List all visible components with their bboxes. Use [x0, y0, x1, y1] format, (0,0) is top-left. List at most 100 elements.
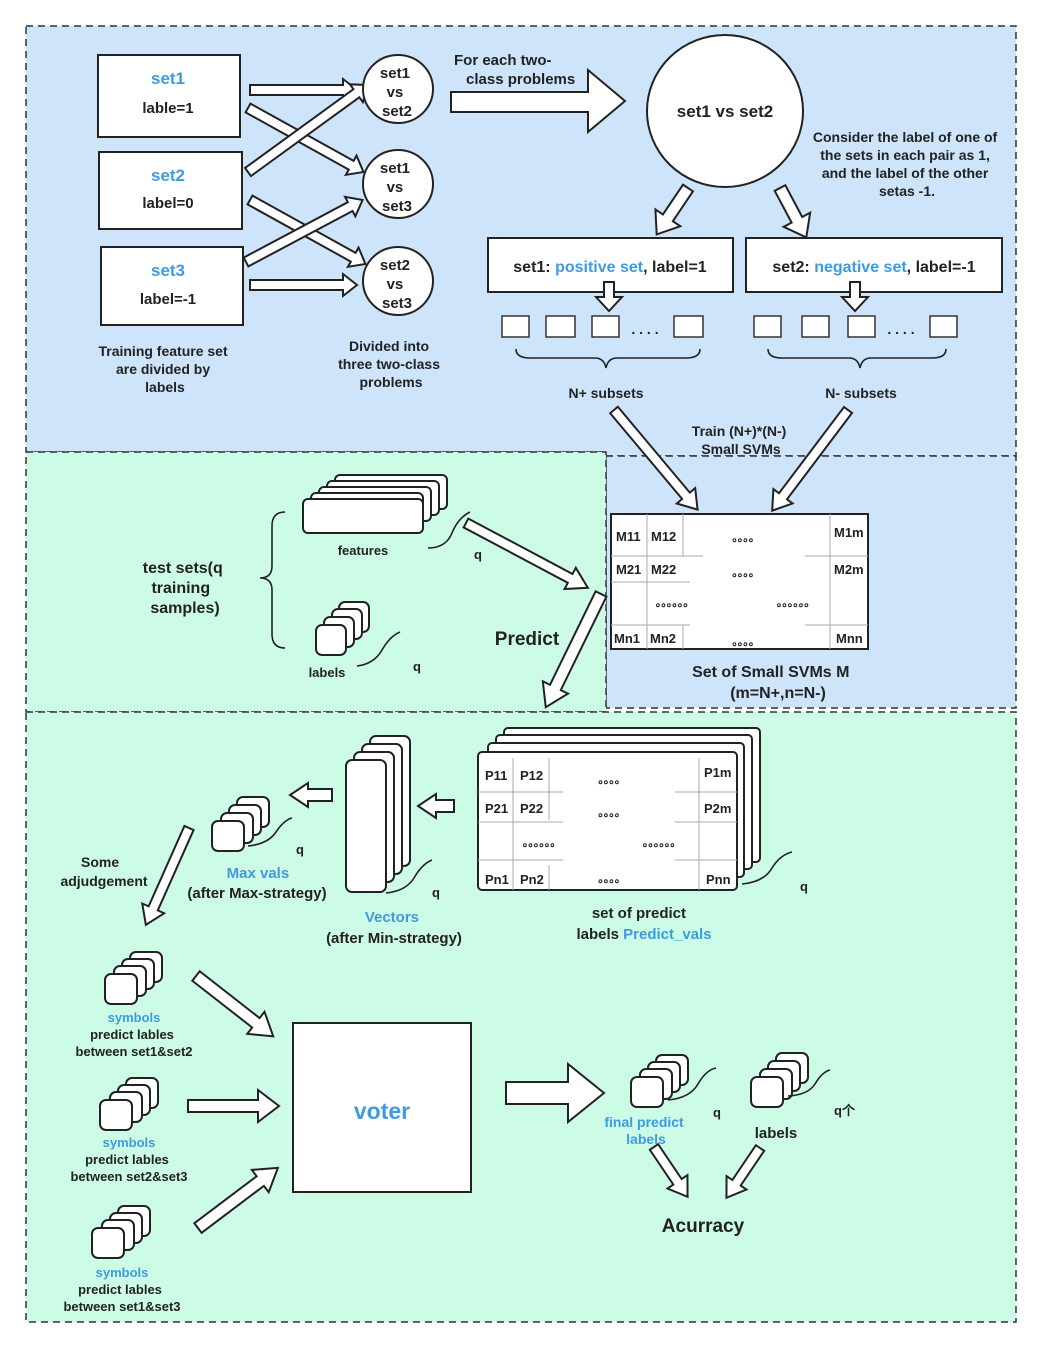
labels-to-accuracy-arrow [725, 1143, 766, 1200]
max-vals-stack: q [211, 796, 304, 857]
adjudgement-label: Some adjudgement [60, 854, 147, 889]
predict-caption: set of predict labels Predict_vals [576, 905, 711, 943]
svg-text:set2: negative set, label=-1: set2: negative set, label=-1 [772, 259, 975, 276]
symbols1-to-voter-arrow [190, 969, 275, 1038]
svg-text:set1 vs set3: set1 vs set3 [380, 160, 414, 215]
two-class-arrow [450, 67, 627, 135]
svm-caption: Set of Small SVMs M (m=N+,n=N-) [692, 664, 854, 702]
vectors-to-max-arrow [288, 781, 333, 809]
svg-text:voter: voter [354, 1098, 410, 1124]
predict-cell: P12 [520, 768, 543, 783]
train-arrow-left [608, 405, 699, 511]
svg-text:q: q [474, 547, 482, 562]
predict-cell: P21 [485, 801, 508, 816]
svg-text:set1 vs set2: set1 vs set2 [380, 65, 414, 120]
svg-text:。。。。: 。。。。 [732, 636, 760, 648]
predict-label: Predict [495, 629, 560, 650]
svm-cell: M2m [834, 562, 864, 577]
svg-text:q: q [432, 885, 440, 900]
voter-to-final-arrow [505, 1061, 606, 1125]
for-each-label: For each two- class problems [454, 52, 575, 88]
set1-box: set1 lable=1 [97, 54, 241, 138]
svg-text:。。。。: 。。。。 [598, 873, 626, 885]
svg-text:q: q [800, 879, 808, 894]
svg-text:. . . .: . . . . [631, 321, 658, 337]
svg-text:set1 vs set2: set1 vs set2 [677, 102, 773, 121]
voter-box: voter [292, 1022, 472, 1193]
symbols-stack-2: symbols predict lables between set2&set3 [70, 1077, 188, 1184]
circle-to-negative-arrow [773, 183, 812, 239]
predict-cell: Pn1 [485, 872, 509, 887]
svg-text:。。。。: 。。。。 [598, 807, 626, 819]
symbols3-to-voter-arrow [192, 1166, 280, 1235]
svm-cell: Mn2 [650, 631, 676, 646]
svm-cell: M1m [834, 525, 864, 540]
svg-text:q个: q个 [834, 1103, 856, 1118]
final-to-accuracy-arrow [648, 1142, 689, 1199]
svm-matrix: M11 M12 M1m M21 M22 M2m Mn1 Mn2 Mnn 。。。。… [610, 513, 869, 650]
set1-name: set1 [151, 69, 185, 88]
matrix-to-vectors-arrow [416, 792, 455, 820]
symbols2-to-voter-arrow [187, 1087, 281, 1125]
vectors-stack: q [345, 735, 440, 900]
svg-text:labels: labels [755, 1125, 798, 1142]
train-arrow-right [771, 405, 854, 513]
pair-circle-1: set1 vs set2 [362, 54, 434, 124]
big-pair-circle: set1 vs set2 [646, 34, 804, 188]
accuracy-label: Acurracy [662, 1216, 745, 1237]
divided-caption: Divided into three two-class problems [338, 338, 444, 390]
svg-text:。。。。。。: 。。。。。。 [656, 597, 695, 609]
predict-cell: Pn2 [520, 872, 544, 887]
train-label: Train (N+)*(N-) Small SVMs [692, 423, 790, 457]
svg-text:。。。。。。: 。。。。。。 [643, 837, 682, 849]
n-minus-label: N- subsets [825, 385, 897, 401]
svm-cell: M11 [616, 529, 641, 544]
svg-text:between set1&set2: between set1&set2 [75, 1044, 192, 1059]
set2-label: label=0 [142, 195, 193, 212]
final-predict-stack: q [630, 1054, 721, 1120]
svm-cell: Mn1 [614, 631, 640, 646]
predict-matrix-stack: P11 P12 P1m P21 P22 P2m Pn1 Pn2 Pnn 。。。。… [477, 727, 808, 894]
svm-cell: M21 [616, 562, 641, 577]
predict-cell: P1m [704, 765, 731, 780]
predict-arrow [541, 590, 608, 709]
svg-text:。。。。。。: 。。。。。。 [777, 597, 816, 609]
test-sets-title: test sets(q training samples) [143, 560, 227, 617]
labels-label: labels [309, 665, 346, 680]
symbols-stack-1: symbols predict lables between set1&set2 [75, 951, 193, 1059]
svg-text:set2 vs set3: set2 vs set3 [380, 257, 414, 312]
negative-set-box: set2: negative set, label=-1 [745, 237, 1003, 293]
svg-text:symbols: symbols [103, 1135, 156, 1150]
predict-cell: P11 [485, 768, 507, 783]
pair-circle-3: set2 vs set3 [362, 246, 434, 316]
training-caption: Training feature set are divided by labe… [98, 343, 231, 395]
features-label: features [338, 543, 389, 558]
svg-text:symbols: symbols [108, 1010, 161, 1025]
features-stack: features q [302, 474, 482, 562]
test-brace [259, 511, 286, 649]
svg-text:predict lables: predict lables [85, 1152, 169, 1167]
final-predict-caption: final predict labels [604, 1114, 687, 1147]
negative-down-arrow [839, 281, 871, 313]
svg-text:。。。。: 。。。。 [732, 532, 760, 544]
svg-text:q: q [713, 1105, 721, 1120]
svg-text:set1: positive set, label=1: set1: positive set, label=1 [513, 259, 707, 276]
final-labels-stack: q个 labels [750, 1052, 856, 1142]
vectors-caption: Vectors (after Min-strategy) [326, 909, 462, 947]
labels-stack: labels q [309, 601, 421, 680]
svg-text:。。。。: 。。。。 [732, 567, 760, 579]
negative-subsets: . . . . N- subsets [753, 315, 958, 401]
predict-cell: Pnn [706, 872, 731, 887]
svg-text:predict lables: predict lables [78, 1282, 162, 1297]
svg-text:q: q [413, 659, 421, 674]
positive-down-arrow [593, 281, 625, 313]
set3-box: set3 label=-1 [100, 246, 244, 326]
svg-text:between set2&set3: between set2&set3 [70, 1169, 187, 1184]
set3-label: label=-1 [140, 291, 196, 308]
circle-to-positive-arrow [654, 183, 695, 236]
svg-text:predict lables: predict lables [90, 1027, 174, 1042]
set2-box: set2 label=0 [98, 151, 243, 230]
svg-text:q: q [296, 842, 304, 857]
svm-cell: Mnn [836, 631, 863, 646]
adjudgement-arrow [140, 824, 195, 927]
